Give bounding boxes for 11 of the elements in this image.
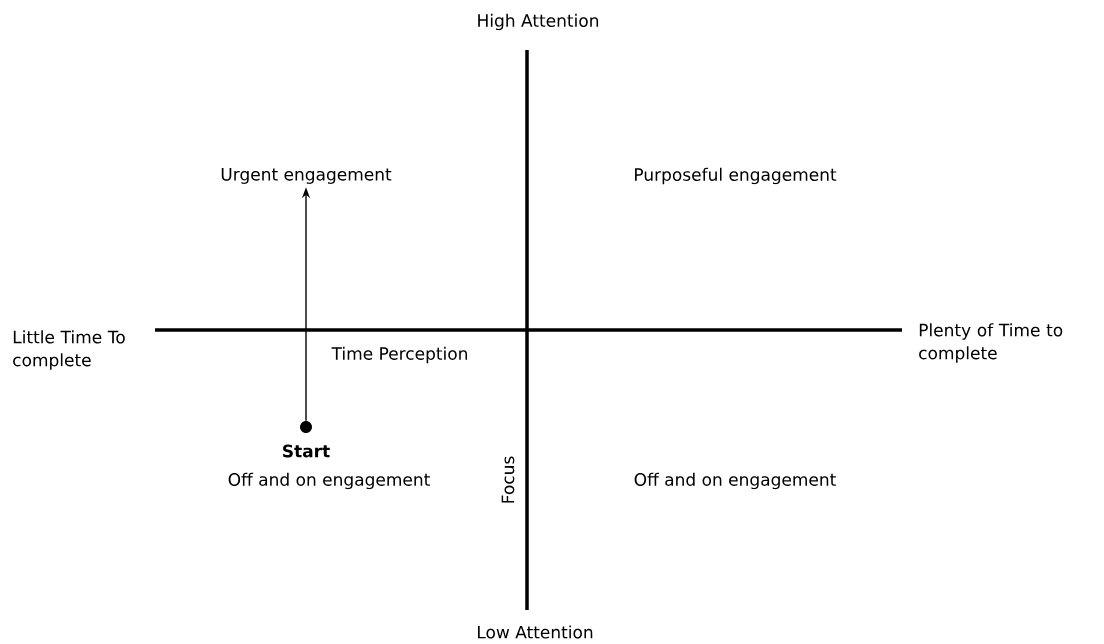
axis-label: Little Time To complete: [13, 330, 125, 370]
quadrant-label: Purposeful engagement: [635, 167, 837, 185]
quadrant-label: Off and on engagement: [228, 472, 430, 490]
quadrant-label: Urgent engagement: [221, 168, 392, 184]
axis-label: High Attention: [478, 13, 599, 31]
axis-label: Low Attention: [478, 625, 593, 639]
start-label: Start: [283, 444, 330, 458]
axis-label: Focus: [501, 456, 515, 503]
quadrant-label: Off and on engagement: [634, 472, 836, 490]
axis-label: Plenty of Time to complete: [919, 323, 1063, 363]
axis-label: Time Perception: [331, 346, 467, 364]
